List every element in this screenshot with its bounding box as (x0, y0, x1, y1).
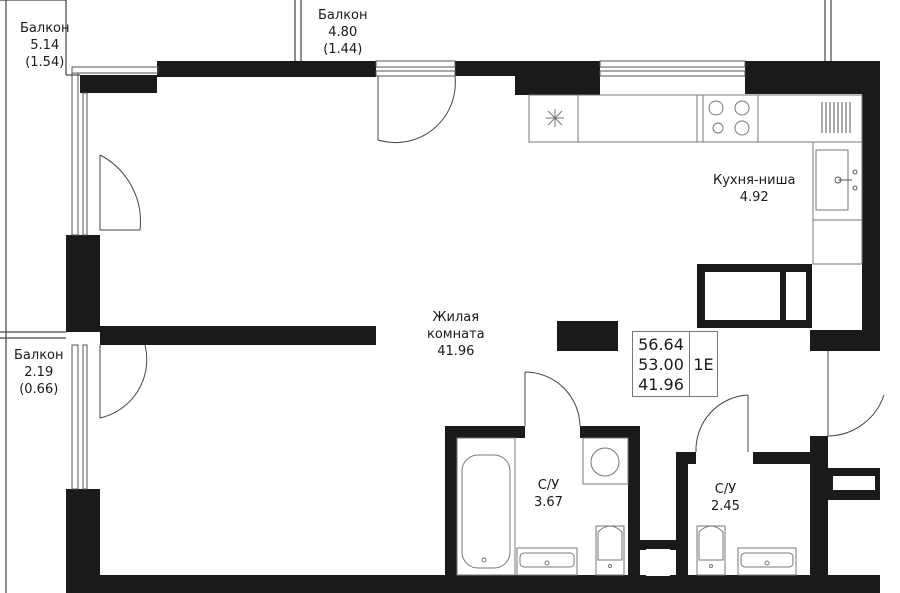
room-label-balcony-left-bottom: Балкон 2.19 (0.66) (14, 347, 64, 398)
room-area: 4.92 (739, 190, 769, 205)
room-area: 3.67 (534, 495, 563, 510)
legend-divider (689, 332, 690, 396)
walls (66, 61, 880, 593)
wall-holes (646, 272, 875, 576)
room-name: Балкон (318, 8, 368, 23)
bathroom-fixtures (456, 437, 797, 576)
room-label-living: Жилая комната 41.96 (427, 309, 485, 360)
area-values: 56.64 53.00 41.96 (633, 335, 689, 395)
room-coef: (0.66) (19, 382, 59, 397)
room-coef: (1.44) (323, 42, 363, 57)
area-without-balcony: 53.00 (638, 355, 684, 374)
room-area: 2.19 (24, 365, 54, 380)
room-name: Балкон (20, 21, 70, 36)
room-area: 5.14 (30, 38, 60, 53)
apartment-type: 1Е (693, 355, 714, 374)
room-label-bath-2: С/У 2.45 (711, 481, 740, 515)
room-area: 2.45 (711, 499, 740, 514)
room-name-line2: комната (427, 327, 485, 342)
area-legend: 56.64 53.00 41.96 1Е (632, 331, 718, 397)
room-label-bath-1: С/У 3.67 (534, 477, 563, 511)
room-name: С/У (537, 478, 560, 493)
radiator (821, 102, 851, 133)
room-area: 41.96 (437, 344, 475, 359)
balcony-outlines (0, 0, 832, 593)
room-label-kitchen: Кухня-ниша 4.92 (713, 172, 795, 206)
windows (71, 60, 746, 490)
room-name: С/У (714, 482, 737, 497)
room-name: Балкон (14, 348, 64, 363)
room-name-line1: Жилая (432, 310, 480, 325)
kitchen-counter (528, 94, 863, 265)
sink-tap (834, 169, 858, 191)
total-area: 56.64 (638, 335, 684, 354)
room-area: 4.80 (328, 25, 358, 40)
room-name: Кухня-ниша (713, 173, 796, 188)
room-coef: (1.54) (25, 55, 65, 70)
door-swings (99, 75, 885, 453)
living-area: 41.96 (638, 375, 684, 394)
room-label-balcony-top: Балкон 4.80 (1.44) (318, 7, 368, 58)
room-label-balcony-left-top: Балкон 5.14 (1.54) (20, 20, 70, 71)
